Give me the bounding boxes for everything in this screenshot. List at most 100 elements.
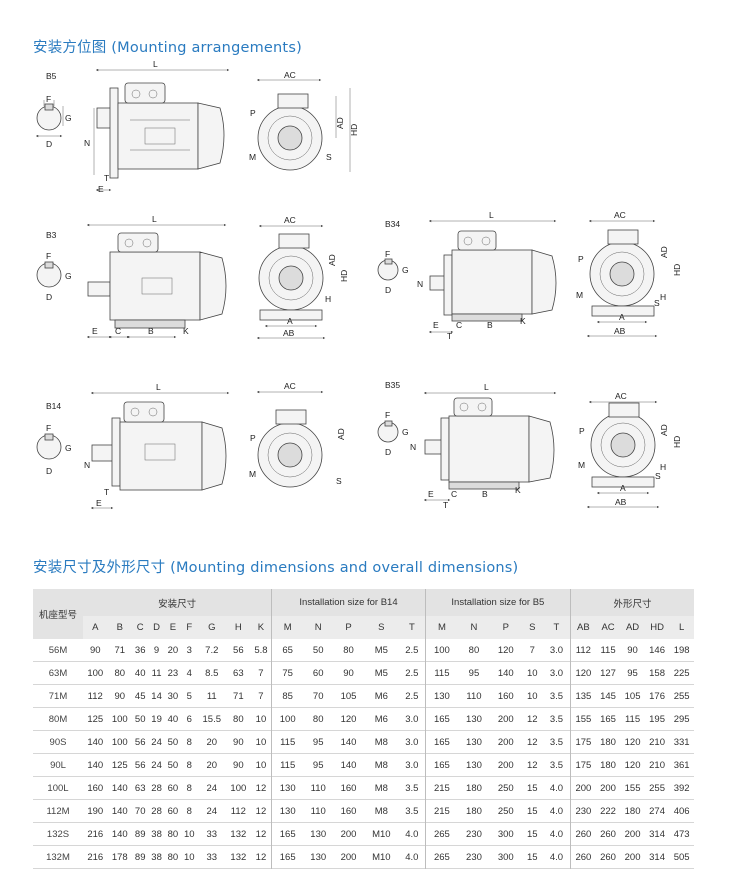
b5-dim-s: S bbox=[326, 152, 332, 162]
group-header-installation: 安装尺寸 bbox=[83, 589, 272, 616]
table-cell: 3.5 bbox=[405, 805, 419, 817]
drawing-b3: B3 F G D L E C B K bbox=[36, 214, 349, 340]
b5-dim-ad: AD bbox=[335, 117, 345, 129]
table-cell: 155 bbox=[569, 707, 596, 731]
table-cell: 125 bbox=[111, 759, 128, 771]
model-cell: 80M bbox=[48, 713, 68, 725]
table-cell: 178 bbox=[111, 851, 128, 863]
table-cell: 165 bbox=[424, 730, 459, 754]
table-cell: 155 bbox=[624, 782, 641, 794]
table-cell: 230 bbox=[466, 851, 482, 863]
b35-dim-f: F bbox=[385, 410, 390, 420]
model-cell: 112M bbox=[46, 805, 70, 817]
table-cell: 56 bbox=[233, 644, 244, 656]
table-cell: 24 bbox=[206, 805, 218, 817]
table-cell: 274 bbox=[649, 805, 665, 817]
table-cell: 60 bbox=[167, 805, 179, 817]
model-cell: 63M bbox=[48, 667, 68, 679]
table-cell: 8 bbox=[186, 759, 192, 771]
table-cell: 130 bbox=[424, 684, 459, 708]
table-cell: 331 bbox=[673, 736, 690, 748]
table-cell: 100 bbox=[230, 782, 247, 794]
table-cell: 3.0 bbox=[405, 713, 419, 725]
table-cell: 40 bbox=[134, 667, 146, 679]
table-cell: 12 bbox=[527, 736, 538, 748]
b34-dim-d: D bbox=[385, 285, 391, 295]
b34-end-view: AC P M S A AB AD HD H bbox=[576, 210, 682, 338]
table-cell: 28 bbox=[151, 782, 162, 794]
column-header: N bbox=[458, 616, 490, 639]
table-cell: M10 bbox=[372, 851, 391, 863]
table-cell: 140 bbox=[340, 759, 357, 771]
table-cell: 12 bbox=[255, 851, 267, 863]
b34-dim-ad: AD bbox=[659, 246, 669, 258]
table-cell: M10 bbox=[372, 828, 391, 840]
b3-side-view: L E C B K bbox=[86, 214, 227, 339]
table-cell: 200 bbox=[497, 713, 514, 725]
table-cell: 200 bbox=[497, 759, 514, 771]
b34-dim-s: S bbox=[654, 298, 660, 308]
table-cell: 65 bbox=[271, 639, 304, 662]
b34-dim-a: A bbox=[619, 312, 625, 322]
table-cell: 165 bbox=[600, 713, 616, 725]
table-cell: 38 bbox=[151, 828, 162, 840]
table-cell: M8 bbox=[374, 782, 388, 794]
table-cell: 112 bbox=[569, 639, 596, 662]
table-cell: 165 bbox=[271, 845, 304, 869]
column-header: K bbox=[250, 616, 272, 639]
b5-dim-m: M bbox=[249, 152, 256, 162]
table-cell: 200 bbox=[600, 782, 616, 794]
b5-dim-t: T bbox=[104, 173, 109, 183]
table-cell: 265 bbox=[424, 822, 459, 846]
table-cell: 33 bbox=[206, 828, 218, 840]
table-cell: 130 bbox=[310, 828, 327, 840]
model-cell: 90L bbox=[50, 759, 66, 771]
table-cell: 50 bbox=[167, 759, 179, 771]
table-cell: 4 bbox=[186, 667, 192, 679]
column-header: S bbox=[363, 616, 399, 639]
table-cell: 230 bbox=[466, 828, 482, 840]
table-cell: 222 bbox=[600, 805, 616, 817]
b34-dim-t: T bbox=[447, 331, 452, 341]
table-cell: 9 bbox=[153, 644, 160, 656]
table-cell: 3.5 bbox=[549, 713, 564, 725]
table-cell: 145 bbox=[600, 690, 616, 702]
table-cell: 60 bbox=[167, 782, 179, 794]
table-cell: 50 bbox=[167, 736, 179, 748]
b35-dim-h: H bbox=[660, 462, 666, 472]
table-cell: 8.5 bbox=[205, 667, 219, 679]
table-cell: 260 bbox=[600, 828, 616, 840]
dimensions-table: 机座型号 安装尺寸 Installation size for B14 Inst… bbox=[33, 589, 694, 869]
table-cell: 15 bbox=[527, 828, 538, 840]
table-cell: M5 bbox=[374, 667, 388, 679]
b5-dim-g: G bbox=[65, 113, 72, 123]
table-cell: 6 bbox=[186, 713, 192, 725]
column-header: AC bbox=[595, 616, 621, 639]
table-cell: 11 bbox=[206, 690, 217, 702]
table-cell: 70 bbox=[134, 805, 146, 817]
table-cell: 110 bbox=[310, 782, 326, 794]
table-cell: 4.0 bbox=[549, 782, 564, 794]
table-cell: 265 bbox=[424, 845, 459, 869]
b35-dim-p: P bbox=[579, 426, 585, 436]
table-cell: 130 bbox=[271, 799, 304, 823]
column-header: P bbox=[489, 616, 522, 639]
table-cell: 10 bbox=[255, 759, 267, 771]
b5-dim-n: N bbox=[84, 138, 90, 148]
table-cell: 260 bbox=[569, 845, 596, 869]
table-cell: 4.0 bbox=[549, 828, 564, 840]
table-cell: 4.0 bbox=[549, 851, 564, 863]
column-header: A bbox=[83, 616, 108, 639]
column-header: N bbox=[303, 616, 334, 639]
table-cell: 295 bbox=[673, 713, 690, 725]
table-cell: 115 bbox=[424, 661, 459, 685]
table-cell: 132 bbox=[230, 828, 247, 840]
table-cell: 180 bbox=[600, 736, 616, 748]
table-cell: 2.5 bbox=[405, 667, 419, 679]
column-header: B bbox=[107, 616, 133, 639]
b35-dim-a: A bbox=[620, 483, 626, 493]
b3-dim-d: D bbox=[46, 292, 52, 302]
table-cell: 180 bbox=[600, 759, 616, 771]
table-cell: 80 bbox=[114, 667, 126, 679]
